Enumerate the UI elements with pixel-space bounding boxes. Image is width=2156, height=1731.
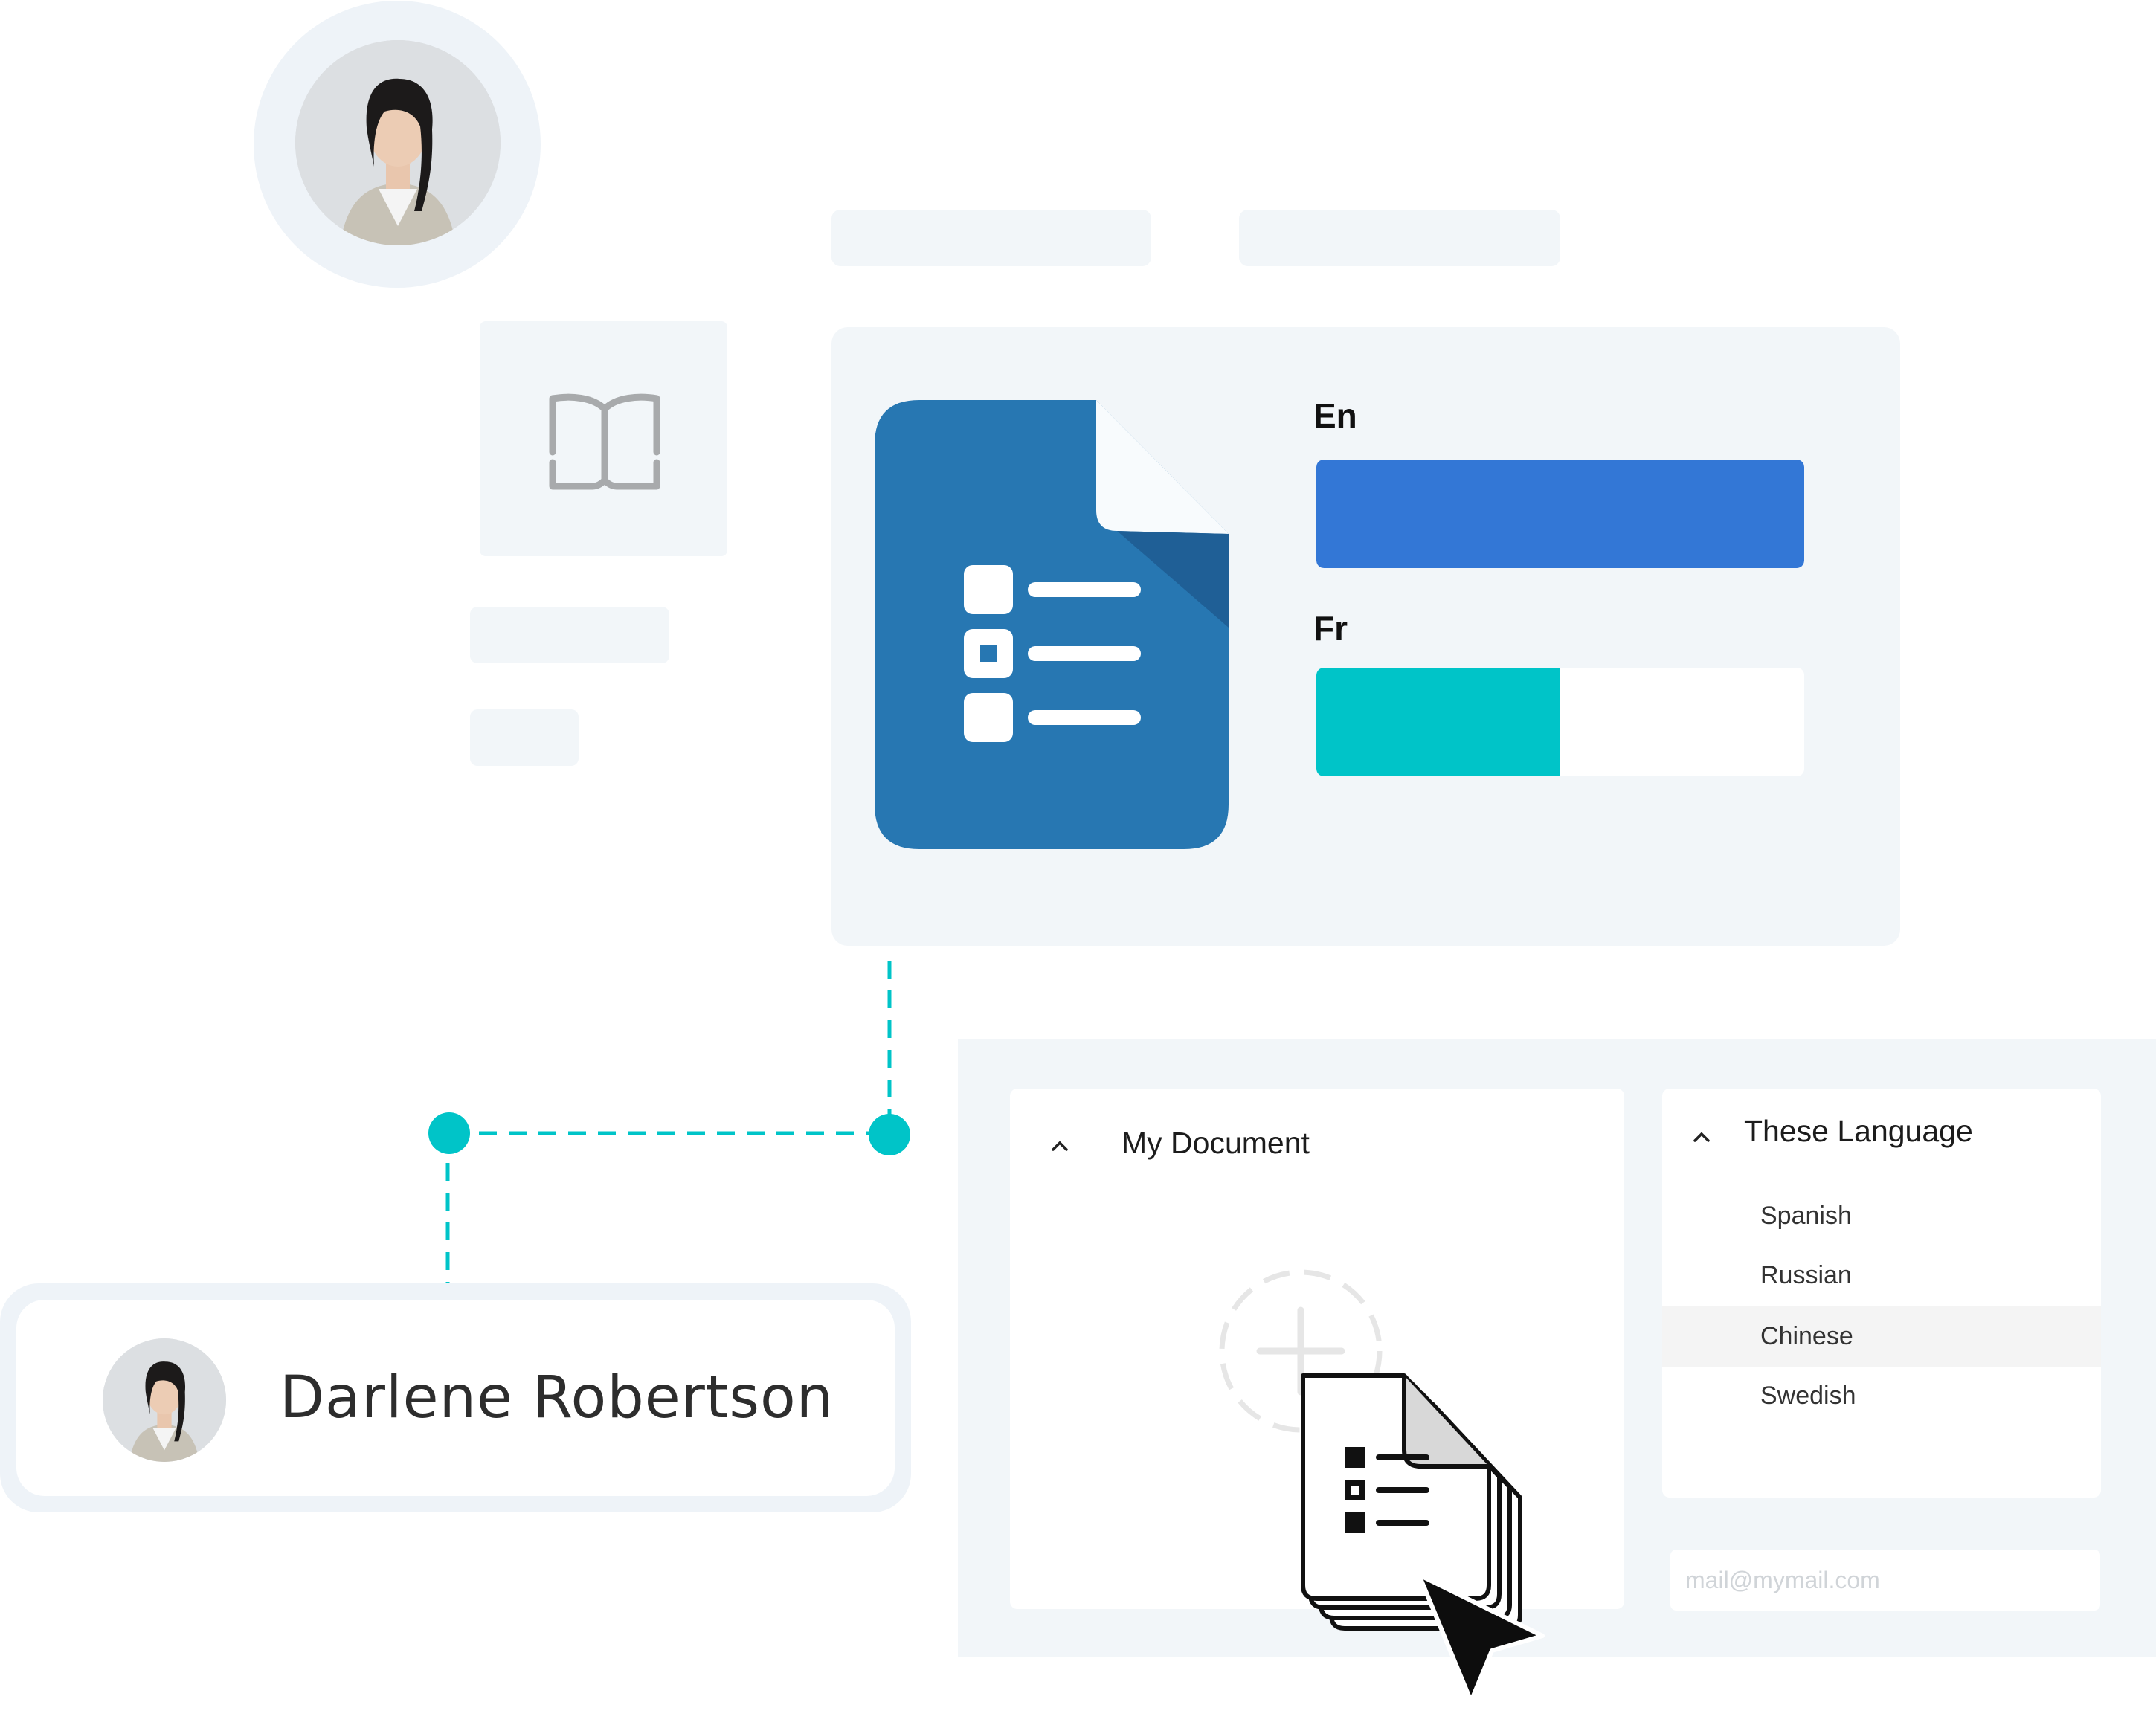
person-photo-icon	[295, 40, 501, 245]
person-photo-icon	[103, 1338, 226, 1462]
cursor-arrow-icon	[1417, 1573, 1545, 1703]
language-item-spanish[interactable]: Spanish	[1760, 1202, 1852, 1230]
placeholder-bar	[1239, 210, 1560, 266]
chevron-up-icon[interactable]	[1052, 1141, 1068, 1151]
stacked-files-icon[interactable]	[1294, 1365, 1554, 1713]
user-name: Darlene Robertson	[280, 1364, 834, 1431]
placeholder-bar	[470, 709, 579, 766]
progress-bar-en	[1316, 460, 1804, 568]
language-item-chinese[interactable]: Chinese	[1662, 1306, 2101, 1367]
book-card[interactable]	[480, 321, 727, 556]
chevron-up-icon[interactable]	[1693, 1132, 1710, 1142]
language-card-title: These Language	[1744, 1114, 1973, 1148]
profile-avatar[interactable]	[295, 40, 501, 245]
book-open-icon	[549, 393, 660, 490]
language-item-russian[interactable]: Russian	[1760, 1261, 1852, 1289]
connector-node	[428, 1112, 470, 1154]
user-avatar	[103, 1338, 226, 1462]
document-card-title: My Document	[1122, 1126, 1310, 1160]
connector-node	[869, 1114, 910, 1155]
progress-fill-en	[1316, 460, 1804, 568]
language-item-swedish[interactable]: Swedish	[1760, 1382, 1856, 1410]
placeholder-bar	[831, 210, 1151, 266]
language-label-en: En	[1313, 396, 1357, 435]
progress-bar-fr	[1316, 668, 1804, 776]
email-input[interactable]	[1670, 1550, 2100, 1611]
placeholder-bar	[470, 607, 669, 663]
language-list-card: These Language Spanish Russian Chinese S…	[1662, 1089, 2101, 1498]
language-label-fr: Fr	[1313, 609, 1348, 648]
progress-fill-fr	[1316, 668, 1560, 776]
document-checklist-icon	[875, 400, 1229, 849]
translation-panel: En Fr	[831, 327, 1900, 946]
